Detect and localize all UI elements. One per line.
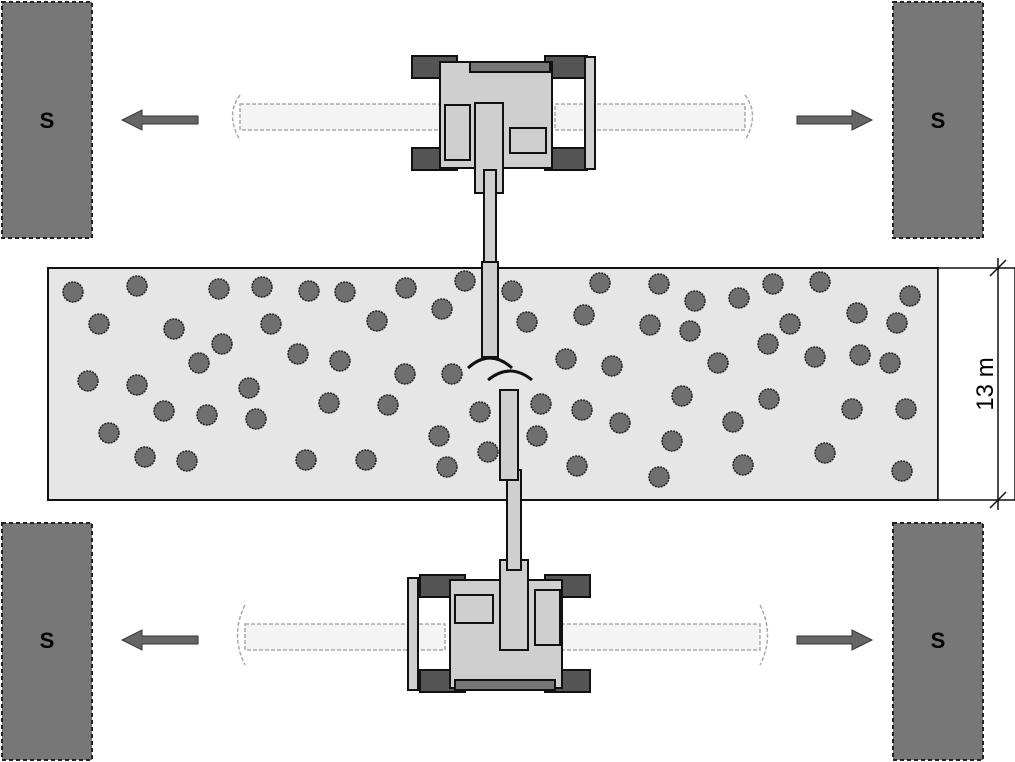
tree-icon (394, 363, 416, 385)
tree-icon (318, 392, 340, 414)
tree-icon (573, 304, 595, 326)
tree-icon (571, 399, 593, 421)
tree-icon (238, 377, 260, 399)
tree-icon (841, 398, 863, 420)
stockpile-bottom-right: S (892, 522, 984, 761)
tree-icon (671, 385, 693, 407)
stockpile-label: S (40, 628, 55, 653)
tree-icon (899, 285, 921, 307)
tree-icon (295, 449, 317, 471)
tree-icon (245, 408, 267, 430)
tree-icon (441, 363, 463, 385)
tree-icon (88, 313, 110, 335)
tree-icon (639, 314, 661, 336)
tree-icon (707, 352, 729, 374)
tree-icon (849, 344, 871, 366)
tree-icon (428, 425, 450, 447)
tree-icon (566, 455, 588, 477)
stockpile-top-right: S (892, 1, 984, 239)
tree-icon (526, 425, 548, 447)
tree-icon (757, 333, 779, 355)
tree-icon (555, 348, 577, 370)
tree-icon (163, 318, 185, 340)
stockpile-label: S (40, 108, 55, 133)
tree-icon (77, 370, 99, 392)
tree-icon (679, 320, 701, 342)
tree-icon (891, 460, 913, 482)
tree-icon (298, 280, 320, 302)
stockpile-top-left: S (1, 1, 93, 239)
tree-icon (601, 355, 623, 377)
tree-icon (188, 352, 210, 374)
tree-icon (196, 404, 218, 426)
excavator-top (411, 55, 596, 370)
tree-icon (98, 422, 120, 444)
tree-icon (469, 401, 491, 423)
tree-icon (804, 346, 826, 368)
tree-icon (126, 374, 148, 396)
excavator-bottom (407, 369, 591, 693)
tree-icon (530, 393, 552, 415)
tree-icon (260, 313, 282, 335)
tree-icon (501, 280, 523, 302)
tree-icon (126, 275, 148, 297)
tree-icon (516, 311, 538, 333)
tree-icon (334, 281, 356, 303)
tree-icon (436, 456, 458, 478)
tree-icon (589, 272, 611, 294)
tree-icon (211, 333, 233, 355)
tree-icon (176, 450, 198, 472)
tree-icon (648, 466, 670, 488)
width-label: 13 m (972, 357, 999, 410)
tree-icon (287, 343, 309, 365)
trees (62, 270, 921, 488)
tree-icon (846, 302, 868, 324)
tree-icon (661, 430, 683, 452)
tree-icon (355, 449, 377, 471)
tree-icon (814, 442, 836, 464)
tree-icon (366, 310, 388, 332)
tree-icon (722, 411, 744, 433)
stockpile-label: S (931, 108, 946, 133)
stockpile-label: S (931, 628, 946, 653)
tree-icon (377, 394, 399, 416)
tree-icon (648, 273, 670, 295)
tree-icon (779, 313, 801, 335)
tree-icon (431, 298, 453, 320)
stockpile-bottom-left: S (1, 522, 93, 761)
tree-icon (329, 350, 351, 372)
tree-icon (208, 278, 230, 300)
tree-icon (134, 446, 156, 468)
tree-icon (609, 412, 631, 434)
tree-icon (684, 290, 706, 312)
arrow-icon (120, 109, 874, 651)
tree-icon (477, 441, 499, 463)
tree-icon (895, 398, 917, 420)
tree-icon (886, 312, 908, 334)
tree-icon (251, 276, 273, 298)
tree-icon (879, 352, 901, 374)
tree-icon (732, 454, 754, 476)
tree-icon (758, 388, 780, 410)
tree-icon (395, 277, 417, 299)
tree-icon (728, 287, 750, 309)
tree-icon (153, 400, 175, 422)
tree-icon (809, 271, 831, 293)
tree-icon (62, 281, 84, 303)
tree-icon (762, 273, 784, 295)
width-dimension: 13 m (937, 258, 1015, 510)
tree-icon (454, 270, 476, 292)
